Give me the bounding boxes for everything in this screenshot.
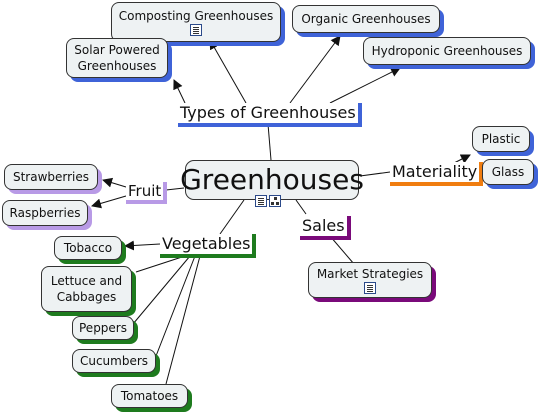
connector-types-solar <box>173 79 186 104</box>
link-fruit[interactable]: Fruit <box>126 182 168 204</box>
root-label: Greenhouses <box>180 163 364 196</box>
node-label: Strawberries <box>12 170 90 184</box>
node-glass[interactable]: Glass <box>482 159 534 185</box>
connector-root-types <box>267 123 272 161</box>
link-materiality[interactable]: Materiality <box>390 162 484 186</box>
connector-types-hydroponic <box>329 67 401 104</box>
node-label-line2: Greenhouses <box>77 59 157 73</box>
node-label: Organic Greenhouses <box>301 12 431 26</box>
node-solar-powered-greenhouses[interactable]: Solar Powered Greenhouses <box>66 38 168 78</box>
connector-fruit-raspberries <box>91 195 127 209</box>
connector-sales-market <box>329 235 355 265</box>
node-label: Tobacco <box>63 241 113 255</box>
node-cucumbers[interactable]: Cucumbers <box>72 349 156 373</box>
node-lettuce-and-cabbages[interactable]: Lettuce and Cabbages <box>41 266 132 312</box>
connector-vegetables-cucumbers <box>155 255 196 357</box>
connector-fruit-strawberries <box>102 177 127 188</box>
connector-vegetables-lettuce <box>135 255 186 273</box>
node-hydroponic-greenhouses[interactable]: Hydroponic Greenhouses <box>363 37 531 65</box>
connector-root-sales <box>295 199 307 215</box>
connector-root-materiality <box>359 171 391 177</box>
node-strawberries[interactable]: Strawberries <box>4 164 98 190</box>
node-label: Composting Greenhouses <box>118 9 274 23</box>
link-types-of-greenhouses[interactable]: Types of Greenhouses <box>178 103 362 127</box>
document-icon[interactable] <box>190 24 202 36</box>
submap-icon[interactable] <box>269 195 281 207</box>
node-label-line2: Cabbages <box>56 290 117 304</box>
node-label-line1: Lettuce and <box>50 274 123 288</box>
root-icons <box>255 195 281 207</box>
connector-types-composting <box>209 39 247 104</box>
node-organic-greenhouses[interactable]: Organic Greenhouses <box>292 5 440 33</box>
node-market-strategies[interactable]: Market Strategies <box>308 262 432 298</box>
node-label: Hydroponic Greenhouses <box>371 44 523 58</box>
node-peppers[interactable]: Peppers <box>72 316 134 340</box>
node-label: Market Strategies <box>316 267 424 281</box>
node-label: Cucumbers <box>79 354 149 368</box>
node-label: Peppers <box>79 321 127 335</box>
connector-types-organic <box>289 35 341 104</box>
node-tobacco[interactable]: Tobacco <box>54 236 122 260</box>
connector-root-fruit <box>165 187 185 191</box>
connector-vegetables-tobacco <box>124 240 161 251</box>
document-icon[interactable] <box>364 282 376 294</box>
node-composting-greenhouses[interactable]: Composting Greenhouses <box>111 2 281 42</box>
node-label: Tomatoes <box>120 389 179 403</box>
connector-vegetables-tomatoes <box>165 255 201 385</box>
node-label-line1: Solar Powered <box>74 43 160 57</box>
node-plastic[interactable]: Plastic <box>472 126 530 152</box>
node-label: Glass <box>491 165 525 179</box>
link-vegetables[interactable]: Vegetables <box>160 234 257 258</box>
node-label: Raspberries <box>9 206 81 220</box>
connector-root-vegetables <box>219 199 245 235</box>
document-icon[interactable] <box>255 195 267 207</box>
node-greenhouses-root[interactable]: Greenhouses <box>180 160 364 200</box>
node-raspberries[interactable]: Raspberries <box>2 200 88 226</box>
link-sales[interactable]: Sales <box>300 216 351 240</box>
connector-vegetables-peppers <box>132 255 191 325</box>
node-label: Plastic <box>481 132 521 146</box>
node-tomatoes[interactable]: Tomatoes <box>111 384 188 408</box>
